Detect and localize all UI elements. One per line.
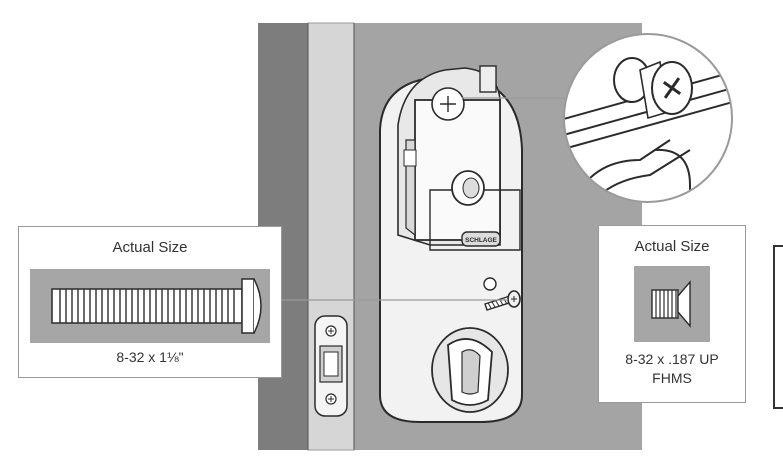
screw-swatch-left: [30, 269, 270, 343]
callout-caption-right: 8-32 x .187 UP FHMS: [599, 350, 745, 388]
magnified-detail: [563, 33, 733, 203]
deadbolt-lock: SCHLAGE: [379, 65, 523, 423]
machine-screw-icon: [51, 278, 262, 334]
actual-size-callout-right: Actual Size 8-32 x .187 UP FHMS: [598, 225, 746, 403]
strike-plate: [314, 315, 348, 417]
actual-size-callout-left: Actual Size: [18, 226, 282, 378]
page-edge-bracket: [773, 245, 783, 409]
callout-caption-right-line1: 8-32 x .187 UP: [625, 351, 719, 367]
callout-caption-right-line2: FHMS: [652, 370, 692, 386]
callout-title-left: Actual Size: [112, 239, 188, 256]
flat-head-screw-icon: [651, 280, 691, 328]
screw-swatch-right: [634, 266, 710, 342]
callout-caption-left: 8-32 x 1⅛": [116, 349, 184, 365]
callout-title-right: Actual Size: [634, 238, 710, 255]
brand-badge: SCHLAGE: [465, 237, 497, 244]
